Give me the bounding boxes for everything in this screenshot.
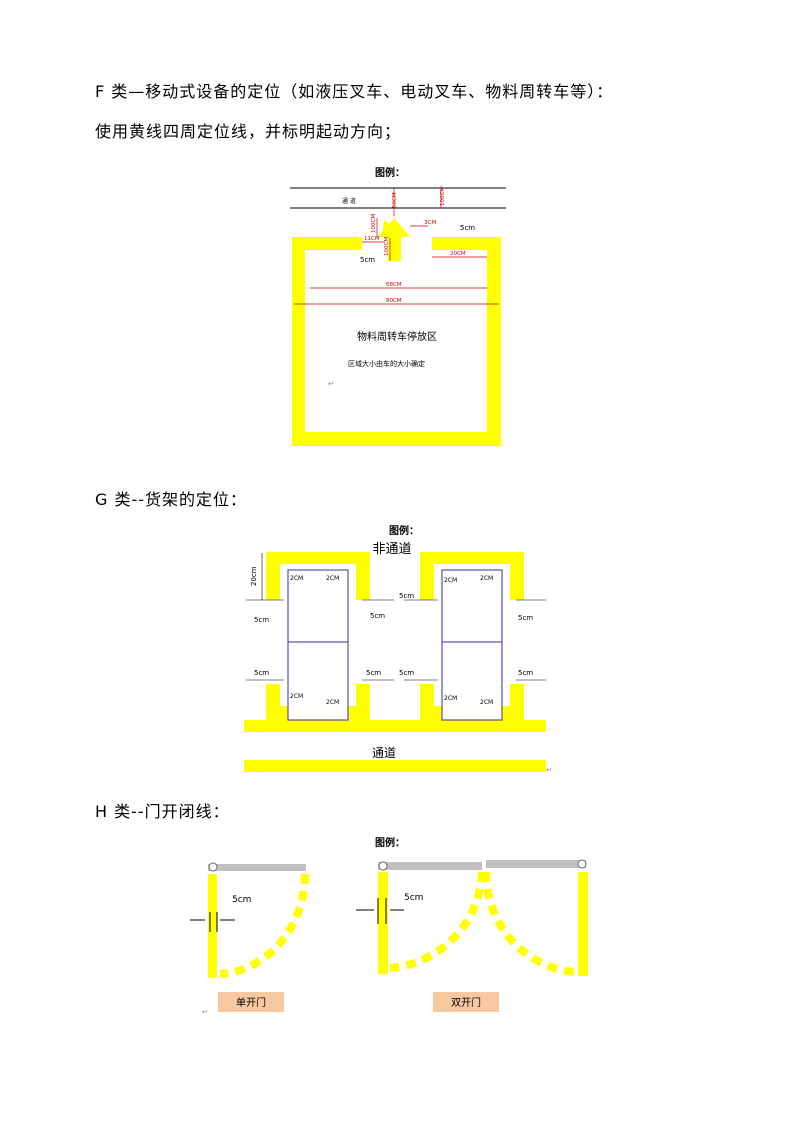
- single-door-leaf: [208, 864, 306, 871]
- return-mark: ↵: [202, 1008, 208, 1016]
- return-mark: ↵: [328, 380, 334, 388]
- dim-2cm-1: 2CM: [290, 575, 303, 582]
- figure-f-mobile-equipment: 图例： 通 道 50CM 100CM 100CM 100CM 3CM 11CM …: [290, 166, 506, 446]
- figure-g-shelf-positioning: 图例： 非通道 通道 20cm 2CM 2CM 2CM 2CM 2CM: [244, 524, 552, 774]
- dim-3cm: 3CM: [424, 220, 436, 226]
- double-door-right-hinge-icon: [577, 859, 587, 869]
- dim-68cm: 68CM: [386, 282, 402, 288]
- figure-h-door-lines: 图例： 5cm 单开门 ↵ 5cm 双开门: [190, 836, 588, 1016]
- figure-h-legend-title: 图例：: [375, 836, 405, 849]
- single-door-caption-box: [218, 992, 284, 1012]
- dim-2cm-3: 2CM: [444, 577, 457, 584]
- double-door-left-swing-arc: [389, 871, 486, 972]
- non-aisle-label: 非通道: [372, 542, 411, 557]
- double-door-right-swing-arc: [481, 871, 575, 976]
- dim-5cm-3: 5cm: [399, 592, 414, 600]
- dim-20cm: 20cm: [250, 566, 258, 586]
- dim-2cm-6: 2CM: [326, 699, 339, 706]
- single-door-side-line: [208, 874, 217, 978]
- area-title: 物料周转车停放区: [357, 330, 437, 343]
- dim-5cm-left: 5cm: [360, 256, 375, 264]
- double-door-dim-5cm: 5cm: [404, 893, 423, 903]
- dim-5cm-6: 5cm: [366, 669, 381, 677]
- figure-g-legend-title: 图例：: [389, 524, 419, 537]
- dim-100cm-left: 100CM: [371, 214, 377, 233]
- dim-50cm: 50CM: [392, 192, 398, 208]
- double-door-caption-box: [433, 992, 499, 1012]
- dim-100cm-top: 100CM: [440, 187, 446, 206]
- single-door-dim-5cm: 5cm: [232, 895, 251, 905]
- aisle-label: 通 道: [342, 197, 356, 205]
- dim-11cm: 11CM: [364, 236, 380, 242]
- double-door-diagram: 5cm 双开门: [356, 859, 588, 1012]
- single-door-swing-arc: [219, 873, 310, 978]
- arrow-shaft: [388, 237, 401, 261]
- double-door-left-side-line: [378, 872, 388, 974]
- double-door-right-leaf: [486, 860, 586, 868]
- aisle-band-bottom: [244, 760, 546, 772]
- double-door-left-hinge-icon: [378, 861, 388, 871]
- double-door-left-leaf: [378, 862, 482, 870]
- aisle-label: 通道: [372, 746, 396, 760]
- dim-5cm-right: 5cm: [460, 224, 475, 232]
- single-door-hinge-icon: [208, 862, 218, 872]
- return-mark: ↵: [546, 766, 552, 774]
- double-door-right-side-line: [578, 872, 588, 976]
- dim-20cm: 20CM: [450, 251, 466, 257]
- dim-2cm-2: 2CM: [326, 575, 339, 582]
- aisle-band-top: [244, 720, 546, 732]
- single-door-caption: 单开门: [236, 996, 266, 1009]
- single-door-diagram: 5cm 单开门 ↵: [190, 862, 310, 1016]
- section-h-heading: H 类--门开闭线：: [95, 802, 230, 821]
- dimension-lines: [294, 186, 499, 305]
- area-note: 区域大小由车的大小确定: [348, 359, 425, 368]
- section-g-heading: G 类--货架的定位：: [95, 490, 248, 509]
- dim-2cm-7: 2CM: [444, 695, 457, 702]
- dim-5cm-5: 5cm: [254, 669, 269, 677]
- g-dimension-lines: [246, 553, 546, 681]
- dim-80cm: 80CM: [386, 298, 402, 304]
- dim-2cm-5: 2CM: [290, 693, 303, 700]
- dim-2cm-8: 2CM: [480, 699, 493, 706]
- double-door-caption: 双开门: [451, 996, 481, 1009]
- dim-5cm-1: 5cm: [254, 616, 269, 624]
- figure-f-legend-title: 图例：: [375, 166, 405, 179]
- dim-5cm-8: 5cm: [518, 669, 533, 677]
- section-f-heading: F 类—移动式设备的定位（如液压叉车、电动叉车、物料周转车等）：: [95, 82, 614, 101]
- dim-5cm-4: 5cm: [518, 614, 533, 622]
- shelves: [287, 569, 503, 721]
- dim-100cm-mid: 100CM: [384, 237, 390, 256]
- dim-5cm-7: 5cm: [399, 669, 414, 677]
- section-f-description: 使用黄线四周定位线，并标明起动方向；: [95, 122, 402, 141]
- dim-2cm-4: 2CM: [480, 575, 493, 582]
- dim-5cm-2: 5cm: [370, 612, 385, 620]
- arrow-head-icon: [378, 218, 410, 237]
